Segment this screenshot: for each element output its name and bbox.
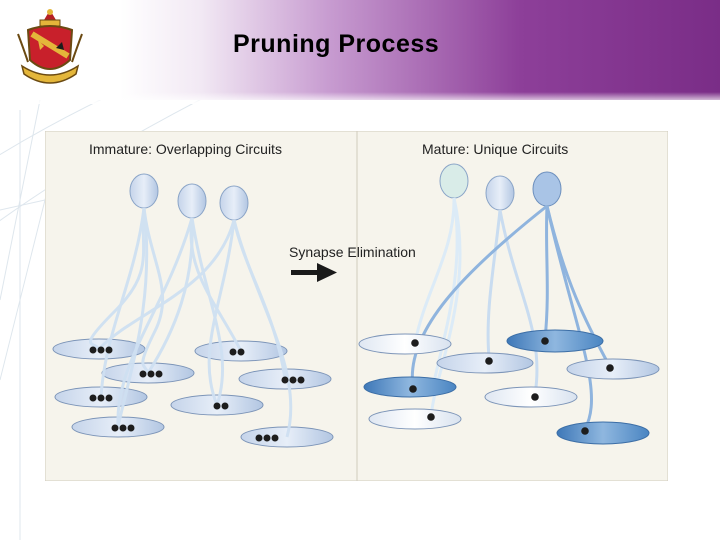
- elimination-arrow-icon: [291, 263, 337, 282]
- mature-synapses: [409, 337, 614, 435]
- slide-title: Pruning Process: [233, 30, 440, 58]
- immature-neurons: [129, 173, 249, 221]
- header-fade: [0, 92, 720, 104]
- immature-axon-branches: [89, 207, 293, 438]
- mature-axon-branches: [410, 197, 612, 430]
- immature-synapses: [89, 346, 305, 442]
- mature-label: Mature: Unique Circuits: [422, 141, 569, 157]
- slide-header: [0, 0, 720, 100]
- diagram-canvas: [44, 130, 669, 482]
- synapse-elimination-label: Synapse Elimination: [289, 244, 416, 260]
- crest-logo-icon: [17, 9, 83, 84]
- mature-neurons: [439, 163, 562, 211]
- immature-label: Immature: Overlapping Circuits: [89, 141, 282, 157]
- pruning-diagram: Immature: Overlapping Circuits Mature: U…: [44, 130, 669, 482]
